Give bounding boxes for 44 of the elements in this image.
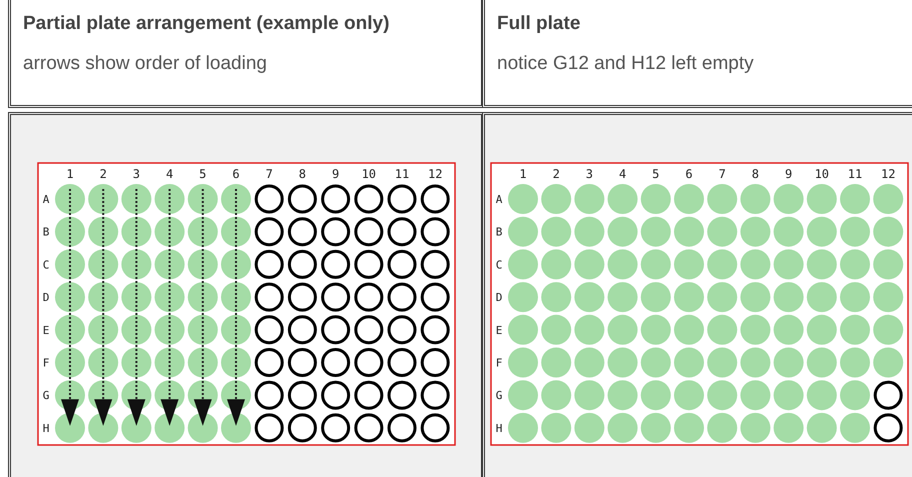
column-number: 4 [618,167,626,181]
column-note: arrows show order of loading [23,53,267,75]
column-number: 3 [132,167,140,181]
column-number: 7 [266,167,273,181]
row-letter: F [496,356,502,370]
column-number: 12 [880,167,896,181]
column-number: 8 [298,167,306,181]
column-number: 6 [685,167,693,181]
column-number: 2 [552,167,560,181]
row-letter: B [42,226,50,239]
row-letter: A [42,193,50,206]
column-number: 7 [718,167,726,181]
column-note: notice G12 and H12 left empty [497,53,754,75]
row-letter: G [496,389,502,402]
column-number: 1 [66,167,74,181]
row-letter: H [42,422,50,435]
row-letter: E [496,324,502,337]
row-letter: H [496,422,502,435]
column-number: 10 [362,167,376,181]
column-number: 11 [848,167,862,181]
row-letter: A [496,193,502,206]
column-number: 10 [814,167,830,181]
column-number: 8 [752,167,760,181]
column-heading: Full plate [497,13,580,35]
column-number: 5 [652,167,660,181]
row-letter: G [42,389,50,402]
row-letter: C [496,258,502,272]
row-letter: D [496,291,502,304]
column-number: 2 [100,167,107,181]
row-letter: C [42,258,50,272]
column-number: 3 [586,167,594,181]
row-letter: D [42,291,50,304]
column-number: 12 [428,167,442,181]
column-number: 9 [332,167,340,181]
column-number: 11 [394,167,410,181]
column-number: 4 [166,167,174,181]
column-number: 9 [784,167,792,181]
row-letter: F [42,356,50,370]
column-number: 6 [232,167,240,181]
row-letter: B [496,226,502,239]
column-heading: Partial plate arrangement (example only) [23,13,390,35]
column-number: 5 [199,167,206,181]
column-number: 1 [519,167,527,181]
row-letter: E [42,324,50,337]
